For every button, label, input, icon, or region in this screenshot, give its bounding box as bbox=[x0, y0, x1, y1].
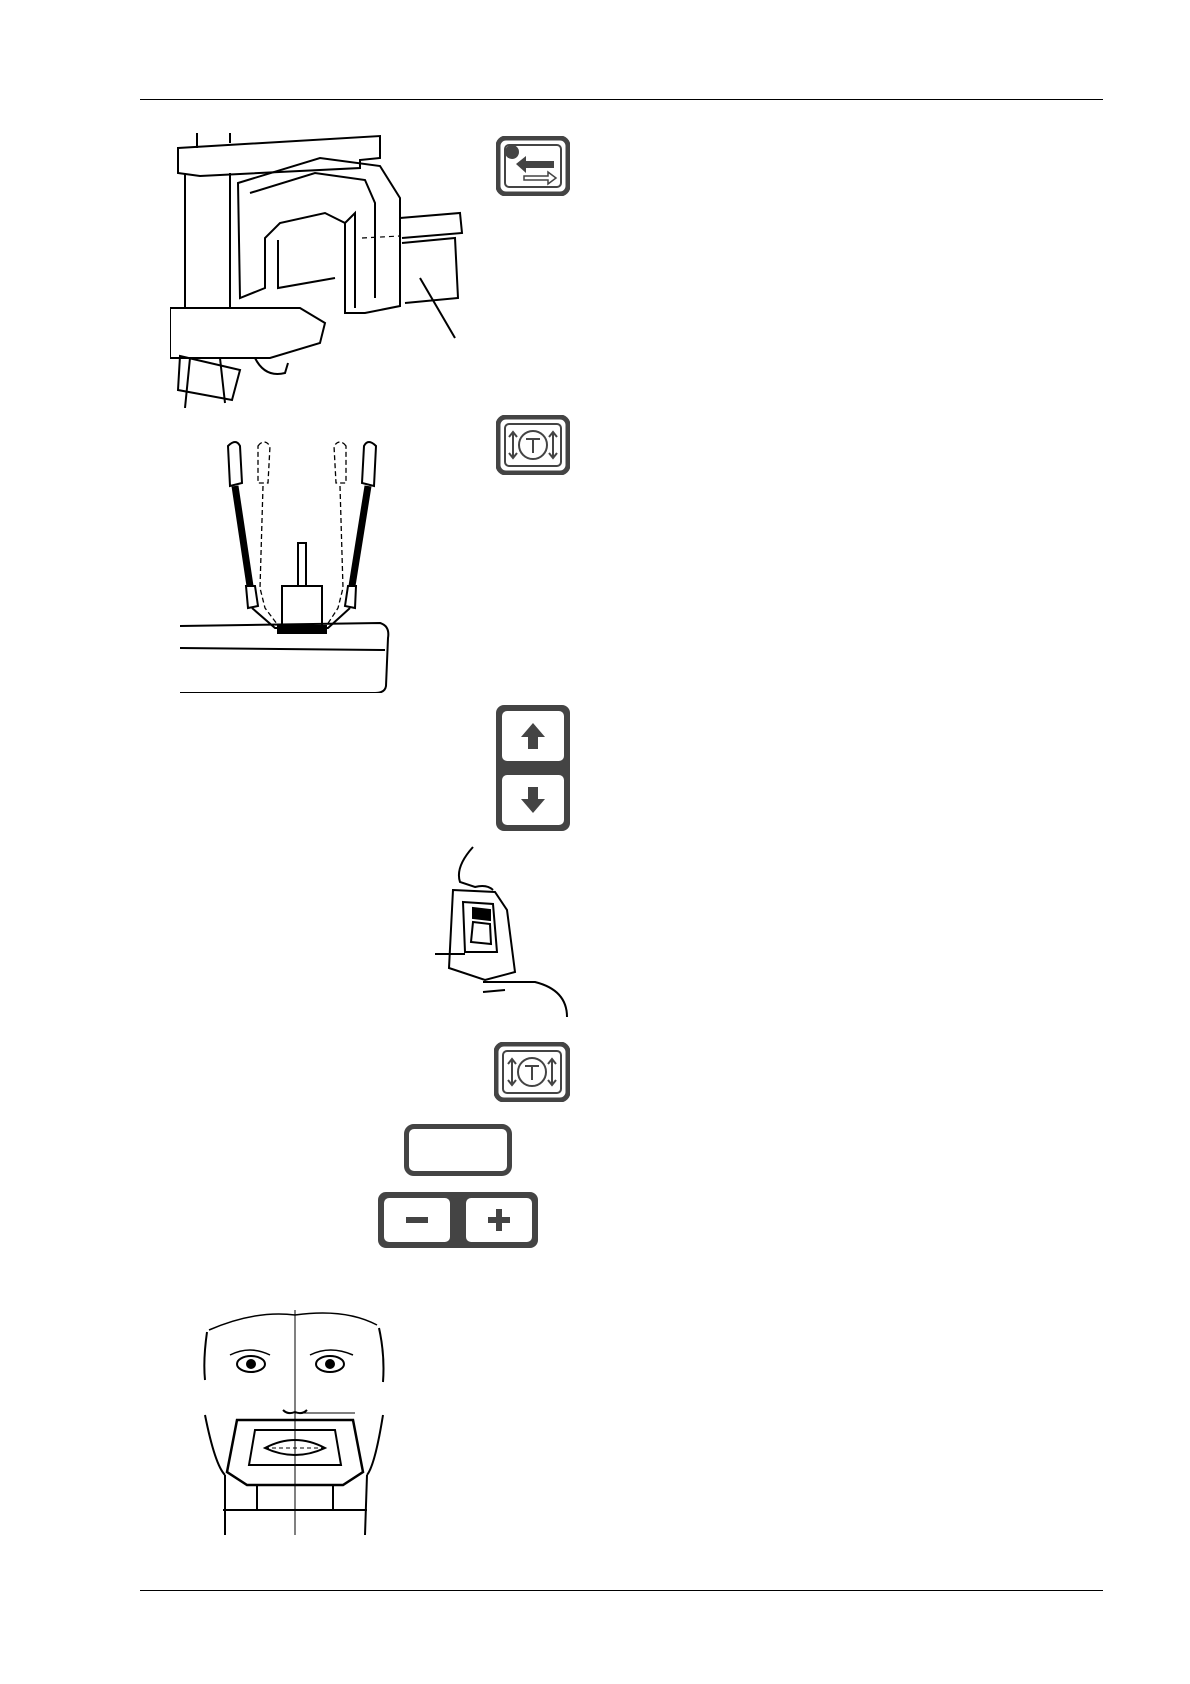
footer-rule bbox=[140, 1590, 1103, 1591]
head-support-figure bbox=[180, 438, 395, 693]
return-position-key[interactable] bbox=[496, 136, 570, 196]
value-display bbox=[404, 1124, 512, 1176]
minus-icon bbox=[406, 1217, 428, 1223]
minus-plus-key-group bbox=[376, 1190, 540, 1250]
machine-unit-figure bbox=[170, 128, 470, 408]
bite-block-figure bbox=[435, 842, 575, 1017]
temple-support-key-2[interactable] bbox=[494, 1042, 570, 1102]
height-key-group bbox=[494, 703, 572, 833]
header-rule bbox=[140, 99, 1103, 100]
face-front-figure bbox=[195, 1300, 405, 1540]
temple-support-key[interactable] bbox=[496, 415, 570, 475]
